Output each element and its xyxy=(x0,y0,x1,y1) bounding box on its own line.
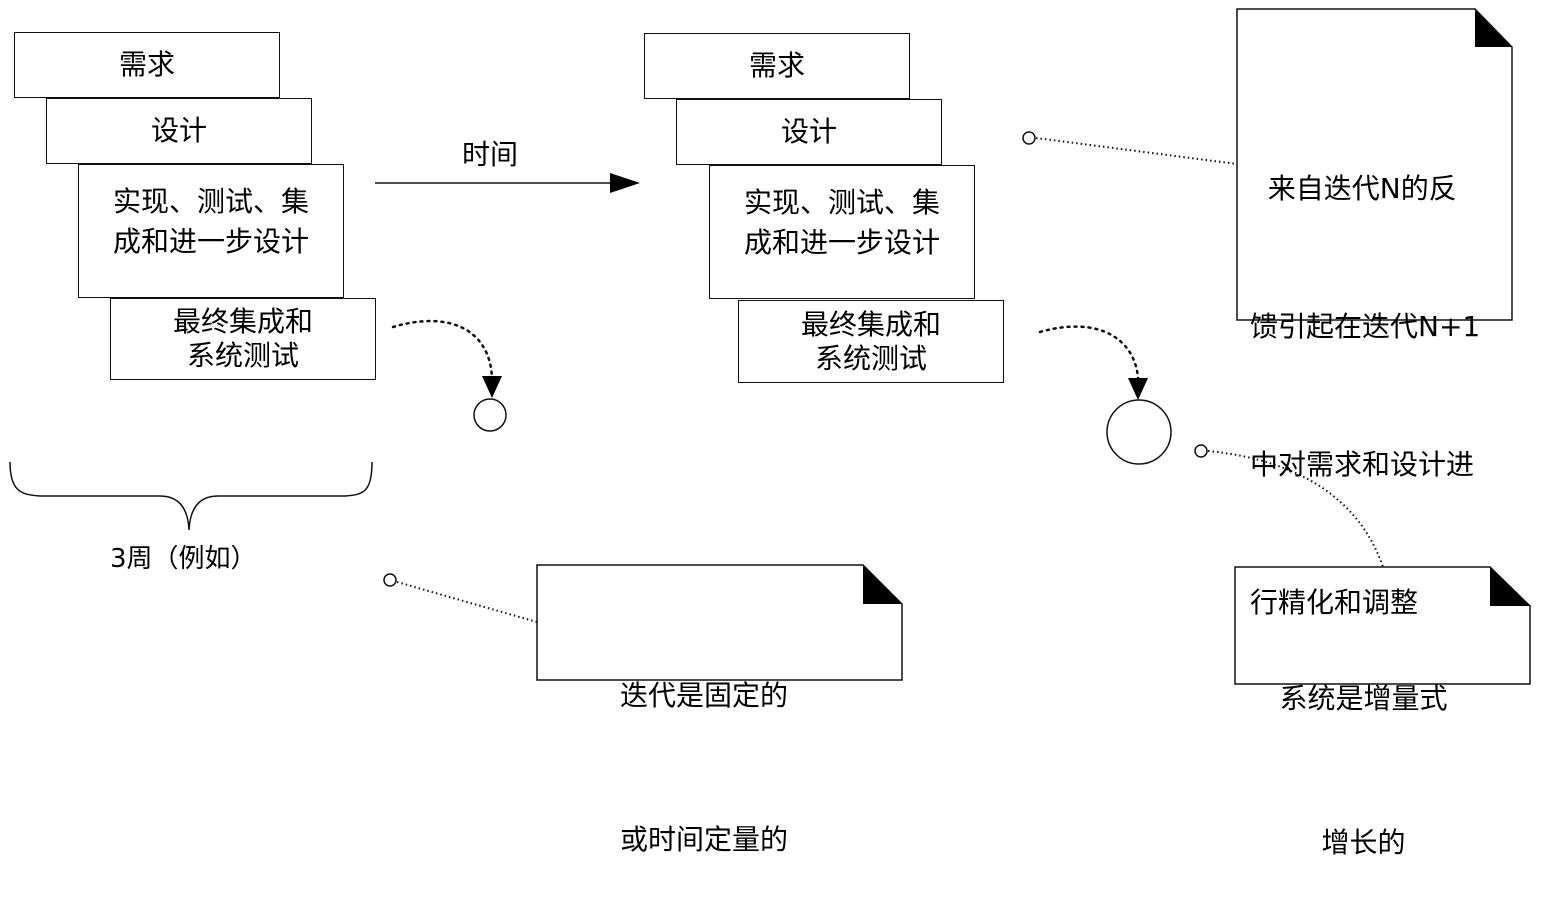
note-line: 系统是增量式 xyxy=(1279,682,1448,715)
diagram-canvas xyxy=(9,8,1531,685)
iteration-2-output-arrowhead xyxy=(1128,378,1148,400)
note-line: 来自迭代N的反 xyxy=(1250,172,1457,205)
iteration-2-output-arrow xyxy=(1038,325,1140,380)
feedback-note-shape xyxy=(1236,8,1513,321)
fixed-note-connector xyxy=(396,581,538,623)
iteration-2-requirements-box: 需求 xyxy=(644,33,910,99)
fixed-note-shape xyxy=(536,564,903,681)
note-line: 中对需求和设计进 xyxy=(1250,448,1475,481)
phase-label: 设计 xyxy=(780,115,837,148)
incremental-note-shape xyxy=(1234,566,1531,685)
note-line: 行精化和调整 xyxy=(1250,586,1419,619)
incremental-note-anchor xyxy=(1194,444,1208,458)
phase-label-line: 系统测试 xyxy=(186,339,299,372)
phase-label-line: 实现、测试、集 xyxy=(743,186,940,219)
iteration-1-final-integration-box: 最终集成和 系统测试 xyxy=(110,298,376,380)
iteration-2-implement-box: 实现、测试、集 成和进一步设计 xyxy=(709,165,975,299)
time-label: 时间 xyxy=(462,138,519,171)
note-line: 或时间定量的 xyxy=(620,823,789,856)
phase-label: 需求 xyxy=(118,48,175,81)
iteration-1-design-box: 设计 xyxy=(46,98,312,164)
iteration-1-requirements-box: 需求 xyxy=(14,32,280,98)
phase-label-line: 最终集成和 xyxy=(172,305,313,338)
duration-label: 3周（例如） xyxy=(110,544,257,574)
phase-label: 需求 xyxy=(748,49,805,82)
iteration-1-output-arrow xyxy=(391,319,494,380)
phase-label-line: 成和进一步设计 xyxy=(743,226,940,259)
duration-brace xyxy=(9,461,373,531)
note-line: 馈引起在迭代N+1 xyxy=(1250,310,1481,343)
iteration-2-design-box: 设计 xyxy=(676,99,942,165)
feedback-note-text: 来自迭代N的反 馈引起在迭代N+1 中对需求和设计进 行精化和调整 xyxy=(1250,74,1480,672)
feedback-note-connector xyxy=(1035,137,1238,165)
phase-label: 设计 xyxy=(150,114,207,147)
time-arrow-head xyxy=(610,173,640,193)
phase-label-line: 成和进一步设计 xyxy=(112,225,309,258)
feedback-note-anchor xyxy=(1022,131,1036,145)
iteration-1-implement-box: 实现、测试、集 成和进一步设计 xyxy=(78,164,344,298)
fixed-note-text: 迭代是固定的 或时间定量的 xyxy=(620,576,788,912)
iteration-2-increment-circle xyxy=(1106,399,1172,465)
iteration-1-output-arrowhead xyxy=(482,376,502,398)
phase-label-line: 系统测试 xyxy=(814,341,927,375)
fixed-note-anchor xyxy=(383,573,397,587)
iteration-1-increment-circle xyxy=(473,398,507,432)
incremental-note-text: 系统是增量式 增长的 xyxy=(1276,579,1451,915)
note-line: 迭代是固定的 xyxy=(620,679,789,712)
note-line: 增长的 xyxy=(1321,826,1406,859)
phase-label-line: 实现、测试、集 xyxy=(112,185,309,218)
phase-label-line: 最终集成和 xyxy=(800,307,941,341)
iteration-2-final-integration-box: 最终集成和 系统测试 xyxy=(738,300,1004,383)
